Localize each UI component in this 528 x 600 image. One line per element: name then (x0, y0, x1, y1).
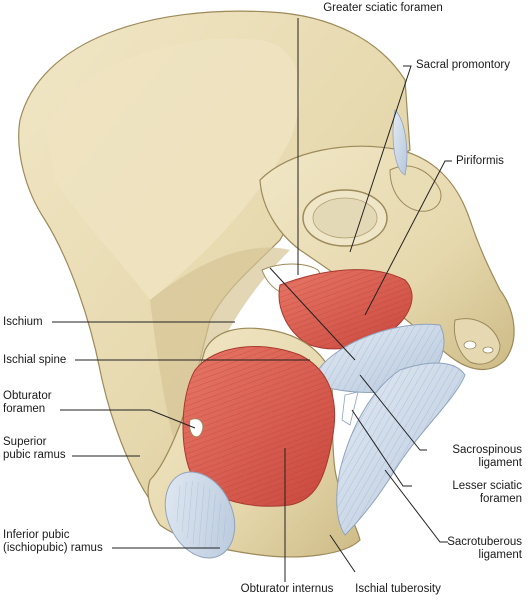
label-obturator-internus: Obturator internus (240, 583, 334, 595)
label-greater-sciatic-foramen: Greater sciatic foramen (323, 2, 443, 14)
label-sacrotuberous-ligament: Sacrotuberous ligament (447, 536, 522, 561)
obturator-foramen (189, 418, 204, 438)
leader-spine-bracket (269, 267, 356, 361)
leader-sacral-promontory (349, 65, 412, 253)
label-sacrospinous-ligament: Sacrospinous ligament (452, 444, 522, 469)
label-ischial-spine: Ischial spine (3, 354, 67, 366)
sacroiliac-ligament (392, 109, 408, 176)
label-obturator-foramen: Obturator foramen (3, 390, 52, 415)
leader-lines (52, 18, 452, 582)
label-lesser-sciatic-foramen: Lesser sciatic foramen (452, 480, 522, 505)
leader-sacrotuberous (384, 469, 448, 543)
lesser-sciatic-foramen (341, 391, 359, 426)
label-inferior-pubic-ramus: Inferior pubic (ischiopubic) ramus (3, 529, 103, 554)
label-superior-pubic-ramus: Superior pubic ramus (3, 436, 66, 461)
leader-sacrospinous (359, 374, 427, 451)
leader-lesser-sciatic (351, 409, 412, 487)
label-piriformis: Piriformis (456, 155, 504, 167)
label-ischium: Ischium (3, 316, 43, 328)
label-sacral-promontory: Sacral promontory (416, 59, 510, 71)
label-ischial-tuberosity: Ischial tuberosity (355, 583, 441, 595)
leader-ischial-tuberosity (329, 534, 356, 573)
leader-obturator-foramen (60, 409, 196, 429)
iliac-fossa (45, 38, 300, 300)
leader-piriformis (364, 160, 452, 316)
